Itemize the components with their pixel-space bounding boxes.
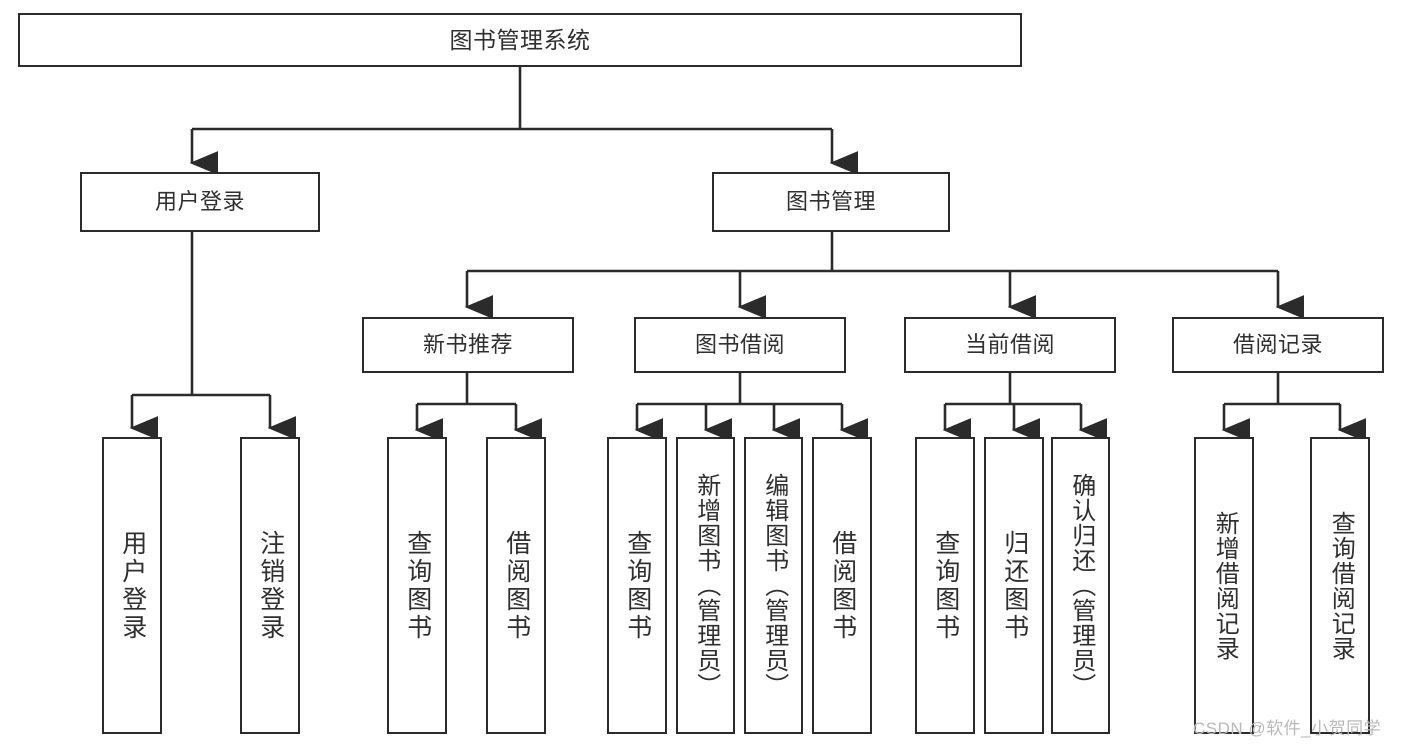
node-leaf-query-book-2-label: 查询图书 [623,529,652,642]
node-user-login[interactable]: 用户登录 [80,172,320,232]
node-leaf-borrow-book-2-label: 借阅图书 [828,529,857,642]
node-new-book-rec-label: 新书推荐 [422,332,513,358]
node-leaf-borrow-book-1-label: 借阅图书 [502,529,531,642]
node-book-borrow[interactable]: 图书借阅 [634,317,846,373]
node-leaf-query-book-1-label: 查询图书 [403,529,432,642]
node-root-label: 图书管理系统 [449,26,591,53]
node-book-manage-label: 图书管理 [785,189,876,215]
node-leaf-logout[interactable]: 注销登录 [240,437,300,734]
node-leaf-borrow-book-1[interactable]: 借阅图书 [486,437,546,734]
node-leaf-query-book-1[interactable]: 查询图书 [387,437,447,734]
node-leaf-query-book-2[interactable]: 查询图书 [607,437,667,734]
node-current-borrow[interactable]: 当前借阅 [904,317,1116,373]
node-leaf-logout-label: 注销登录 [256,529,285,642]
node-borrow-record-label: 借阅记录 [1232,332,1323,358]
node-current-borrow-label: 当前借阅 [964,332,1055,358]
watermark-text: CSDN @软件_小贺同学 [1193,719,1382,738]
node-leaf-user-login[interactable]: 用户登录 [102,437,162,734]
node-leaf-add-book[interactable]: 新增图书（管理员） [676,437,735,734]
node-leaf-return-book[interactable]: 归还图书 [984,437,1044,734]
node-borrow-record[interactable]: 借阅记录 [1172,317,1384,373]
node-leaf-user-login-label: 用户登录 [118,529,147,642]
node-leaf-confirm-return-label: 确认归还（管理员） [1067,473,1095,698]
node-leaf-query-book-3[interactable]: 查询图书 [915,437,975,734]
node-leaf-confirm-return[interactable]: 确认归还（管理员） [1051,437,1110,734]
node-new-book-rec[interactable]: 新书推荐 [362,317,574,373]
node-leaf-add-book-label: 新增图书（管理员） [692,473,720,698]
node-leaf-query-record[interactable]: 查询借阅记录 [1310,437,1370,734]
node-leaf-query-record-label: 查询借阅记录 [1327,510,1355,661]
node-leaf-add-record-label: 新增借阅记录 [1211,510,1239,661]
node-leaf-add-record[interactable]: 新增借阅记录 [1194,437,1254,734]
node-book-borrow-label: 图书借阅 [694,332,785,358]
node-leaf-return-book-label: 归还图书 [1000,529,1029,642]
node-root[interactable]: 图书管理系统 [18,13,1022,67]
node-leaf-edit-book[interactable]: 编辑图书（管理员） [744,437,803,734]
node-leaf-borrow-book-2[interactable]: 借阅图书 [812,437,872,734]
node-leaf-edit-book-label: 编辑图书（管理员） [760,473,788,698]
node-book-manage[interactable]: 图书管理 [712,172,950,232]
node-user-login-label: 用户登录 [154,189,245,215]
node-leaf-query-book-3-label: 查询图书 [931,529,960,642]
